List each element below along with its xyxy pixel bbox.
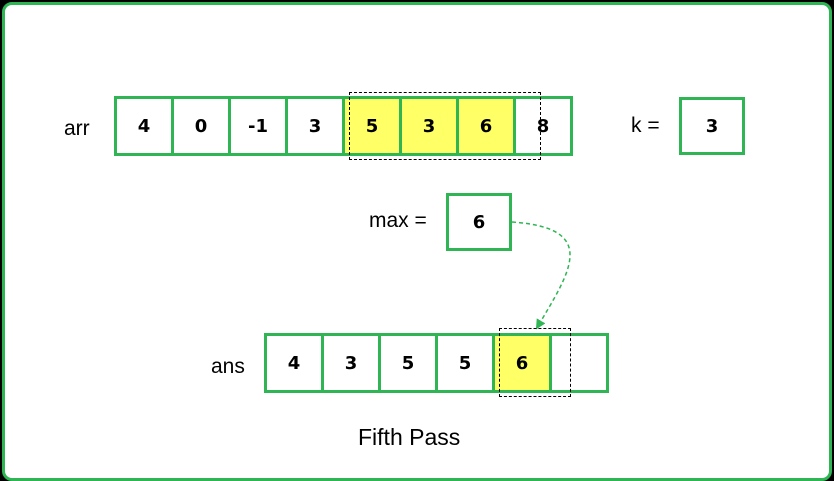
arr-cell-6: 6 (456, 96, 516, 156)
arr-label: arr (64, 117, 90, 140)
max-label: max = (369, 209, 427, 232)
max-to-ans-arrow (511, 221, 571, 330)
max-value-box: 6 (446, 193, 512, 251)
arr-cell-7: 8 (513, 96, 573, 156)
ans-cell-4: 6 (492, 333, 552, 393)
arr-cell-0: 4 (114, 96, 174, 156)
ans-cell-2: 5 (378, 333, 438, 393)
ans-cell-5 (549, 333, 609, 393)
ans-cell-3: 5 (435, 333, 495, 393)
k-label: k = (631, 114, 660, 137)
pass-caption: Fifth Pass (358, 424, 461, 450)
ans-cell-1: 3 (321, 333, 381, 393)
k-value-box: 3 (679, 97, 745, 155)
arr-cell-5: 3 (399, 96, 459, 156)
ans-label: ans (211, 355, 245, 378)
arr-cell-3: 3 (285, 96, 345, 156)
arr-cell-1: 0 (171, 96, 231, 156)
ans-cell-0: 4 (264, 333, 324, 393)
